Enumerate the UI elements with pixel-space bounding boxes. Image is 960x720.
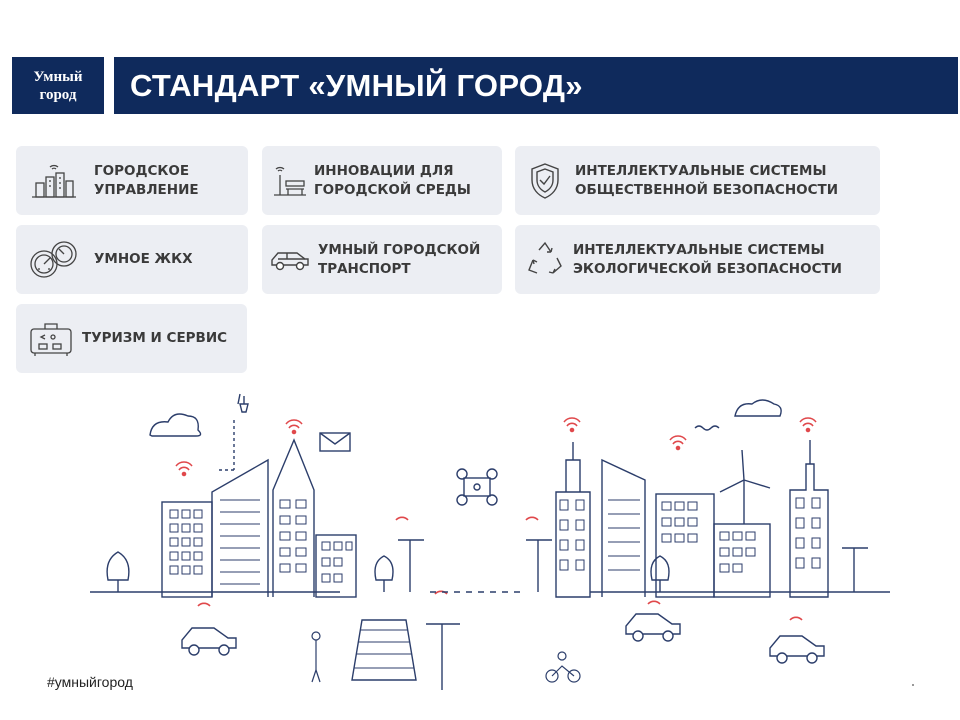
cloud-icon: [734, 399, 782, 417]
card-label: Умный городской транспорт: [318, 241, 481, 277]
drone-icon: [456, 468, 498, 506]
logo-line1: Умный: [33, 68, 83, 85]
logo-badge: Умный город: [12, 57, 104, 114]
tree-icon: [374, 555, 394, 592]
card-smart-transport[interactable]: Умный городской транспорт: [262, 225, 502, 294]
wave-icon: [694, 425, 720, 431]
card-label: Интеллектуальные системы общественной бе…: [575, 162, 839, 198]
car-icon: [769, 635, 825, 664]
decorative-dot: [912, 684, 914, 686]
meter-gauges-icon: [26, 238, 82, 282]
recycle-icon: [523, 238, 567, 282]
cyclist-icon: [545, 651, 581, 683]
card-urban-innovation[interactable]: Инновации для городской среды: [262, 146, 502, 215]
city-buildings-icon: [26, 159, 82, 203]
car-icon: [268, 238, 312, 282]
page-title-bar: СТАНДАРТ «УМНЫЙ ГОРОД»: [114, 57, 958, 114]
wind-turbine-icon: [719, 449, 771, 524]
page-title: СТАНДАРТ «УМНЫЙ ГОРОД»: [130, 67, 583, 103]
shield-check-icon: [523, 159, 567, 203]
card-label: Инновации для городской среды: [314, 162, 471, 198]
plug-icon: [237, 393, 249, 413]
hashtag-label: #умныйгород: [47, 674, 133, 690]
logo-line2: город: [39, 86, 77, 103]
card-label: Городское управление: [94, 162, 199, 198]
card-public-safety[interactable]: Интеллектуальные системы общественной бе…: [515, 146, 880, 215]
car-icon: [625, 613, 681, 642]
card-eco-safety[interactable]: Интеллектуальные системы экологической б…: [515, 225, 880, 294]
card-label: Интеллектуальные системы экологической б…: [573, 241, 842, 277]
mail-icon: [319, 432, 351, 452]
card-city-management[interactable]: Городское управление: [16, 146, 248, 215]
card-label: Туризм и сервис: [82, 330, 228, 346]
tree-icon: [106, 551, 130, 592]
luggage-icon: [26, 317, 76, 361]
car-icon: [181, 627, 237, 656]
card-label: Умное ЖКХ: [94, 251, 193, 267]
card-smart-housing[interactable]: Умное ЖКХ: [16, 225, 248, 294]
bench-lamp-icon: [270, 159, 310, 203]
person-icon: [311, 631, 321, 683]
card-tourism-service[interactable]: Туризм и сервис: [16, 304, 247, 373]
tree-icon: [650, 555, 670, 592]
smart-city-illustration: [90, 393, 890, 690]
cloud-icon: [149, 413, 202, 437]
